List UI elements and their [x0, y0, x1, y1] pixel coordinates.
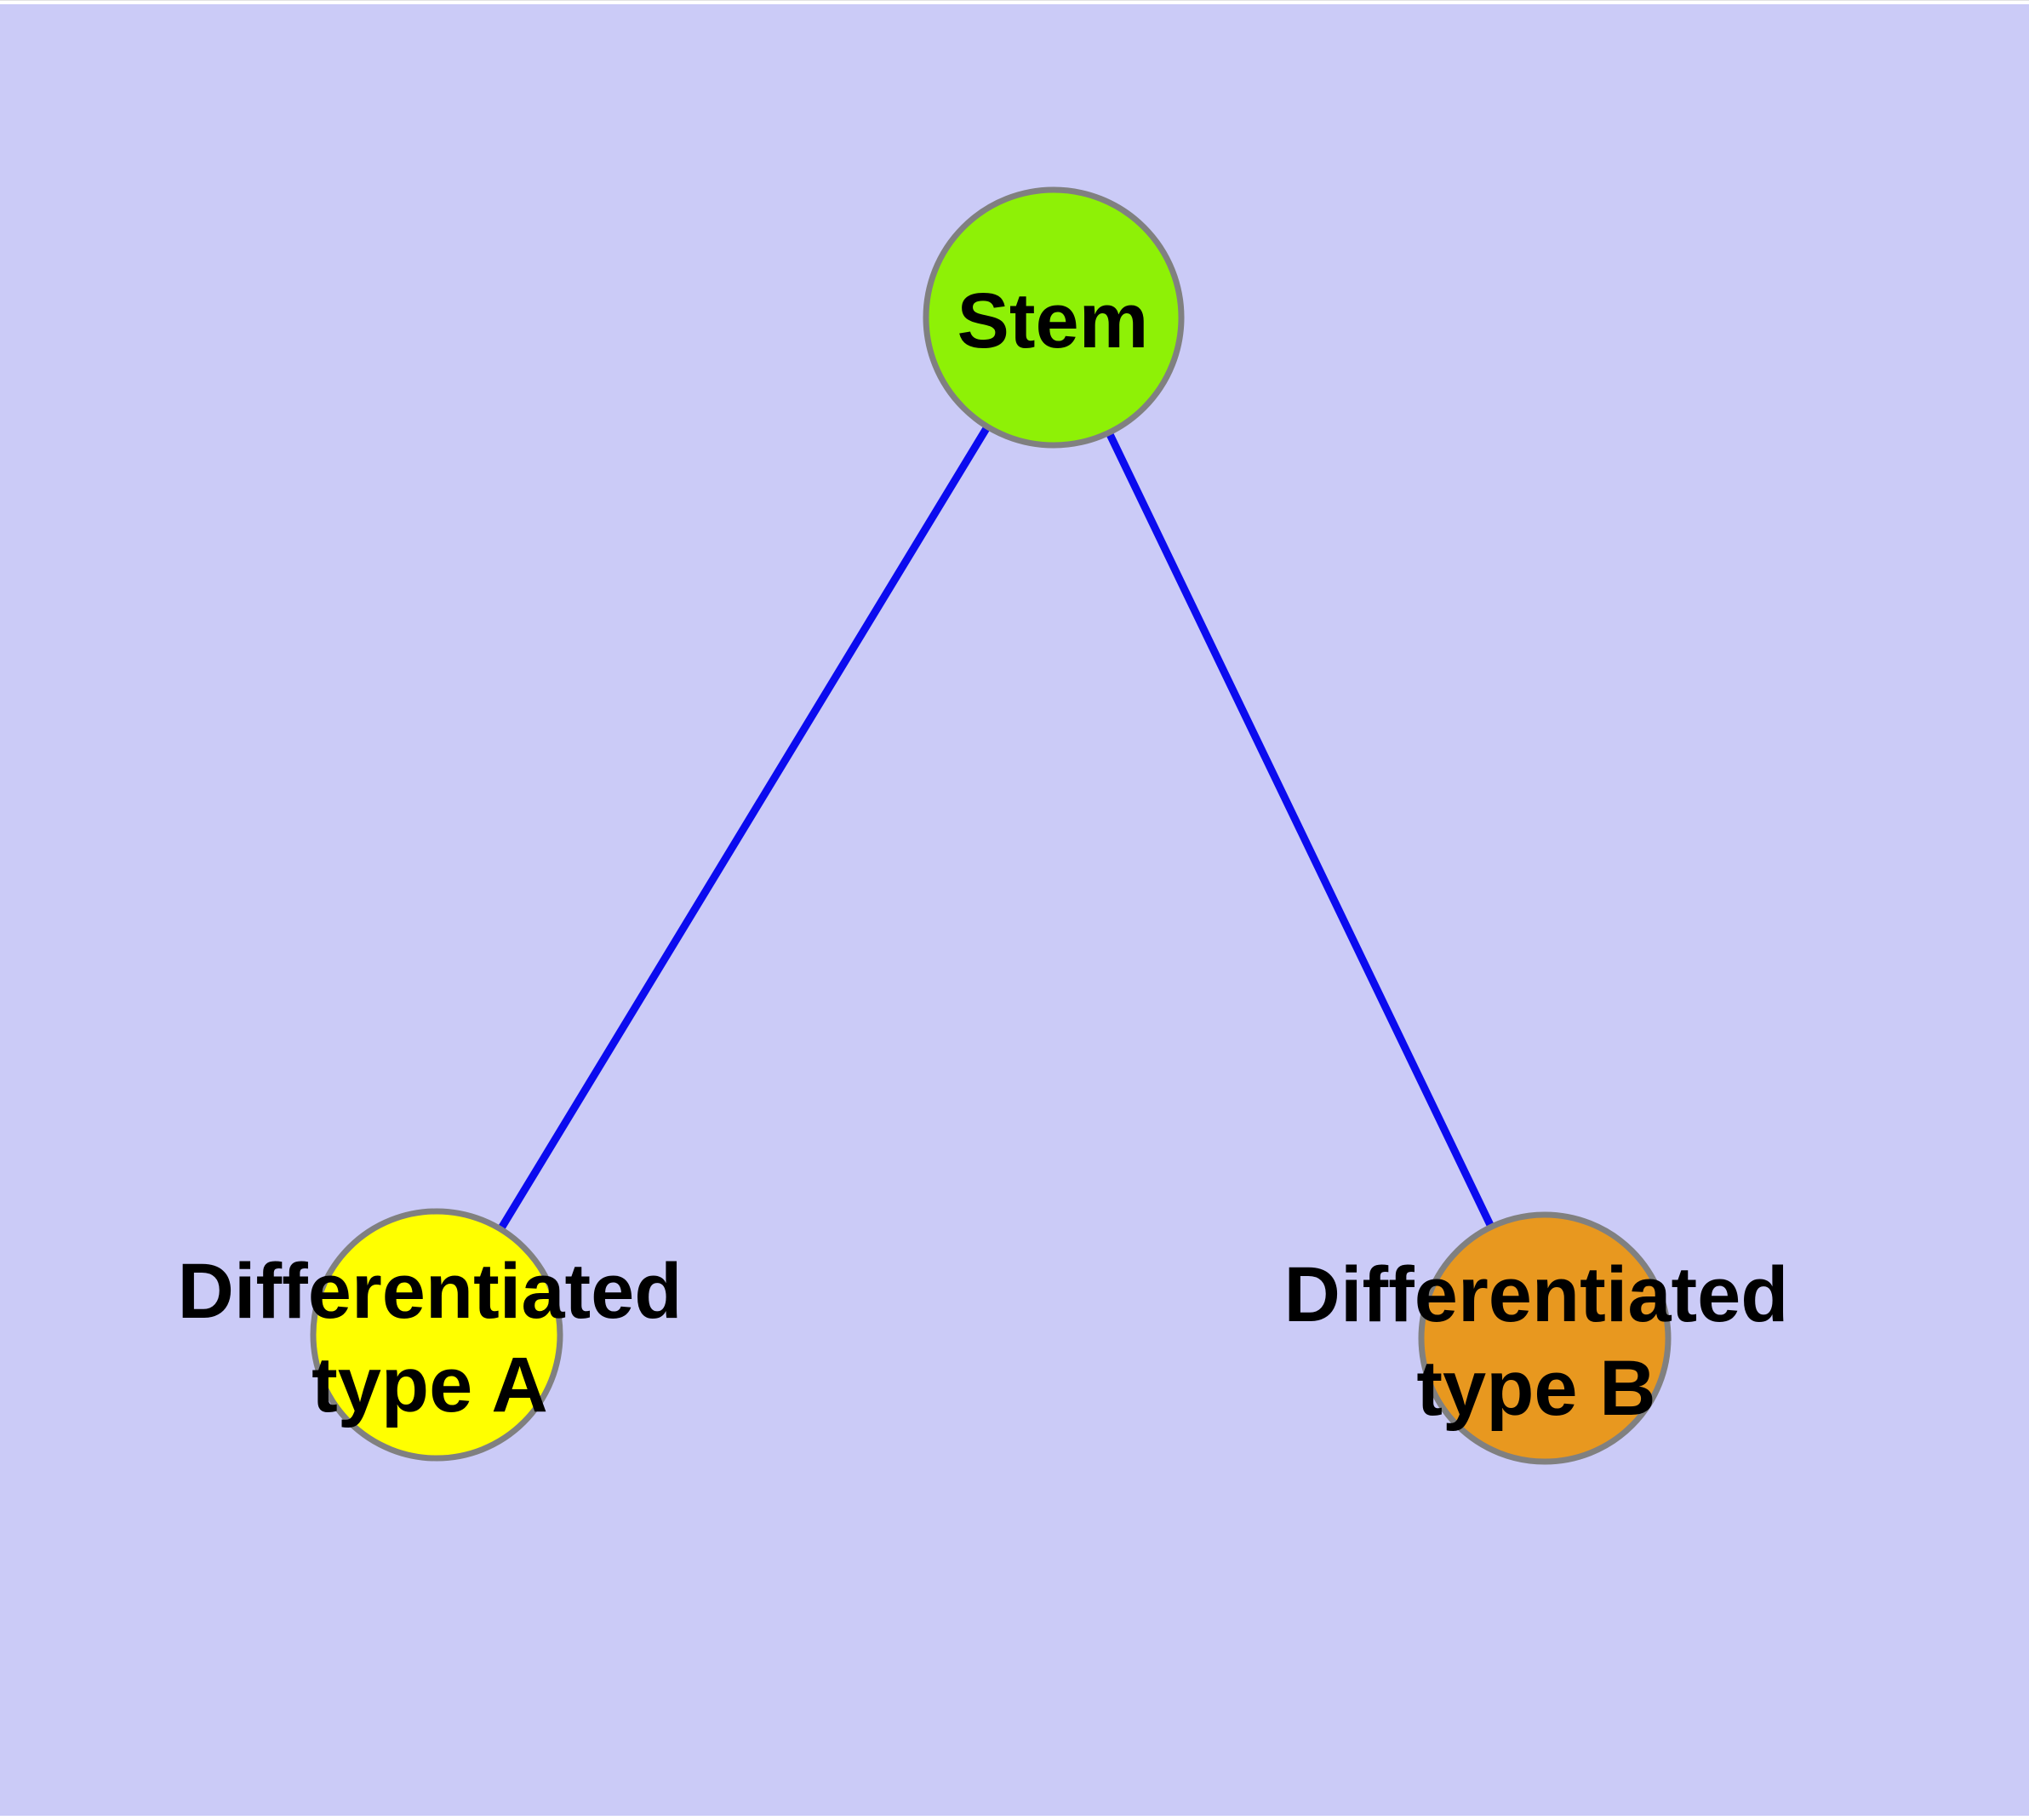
node-differentiated-type-b-label-line: type B	[1416, 1345, 1655, 1432]
node-differentiated-type-a-label-line: Differentiated	[178, 1248, 683, 1335]
node-differentiated-type-a-label-line: type A	[311, 1342, 548, 1428]
node-stem-circle	[923, 186, 1185, 449]
edge-stem-to-differentiated-type-a	[432, 313, 1058, 1339]
top-margin-strip	[0, 0, 2029, 5]
node-differentiated-type-b-circle	[1418, 1211, 1672, 1465]
edge-stem-to-differentiated-type-b	[1049, 313, 1549, 1342]
node-differentiated-type-a-circle	[310, 1208, 563, 1462]
bottom-margin-strip	[0, 1816, 2029, 1820]
node-differentiated-type-b-label-line: Differentiated	[1284, 1251, 1789, 1338]
node-stem-label-line: Stem	[957, 278, 1149, 364]
